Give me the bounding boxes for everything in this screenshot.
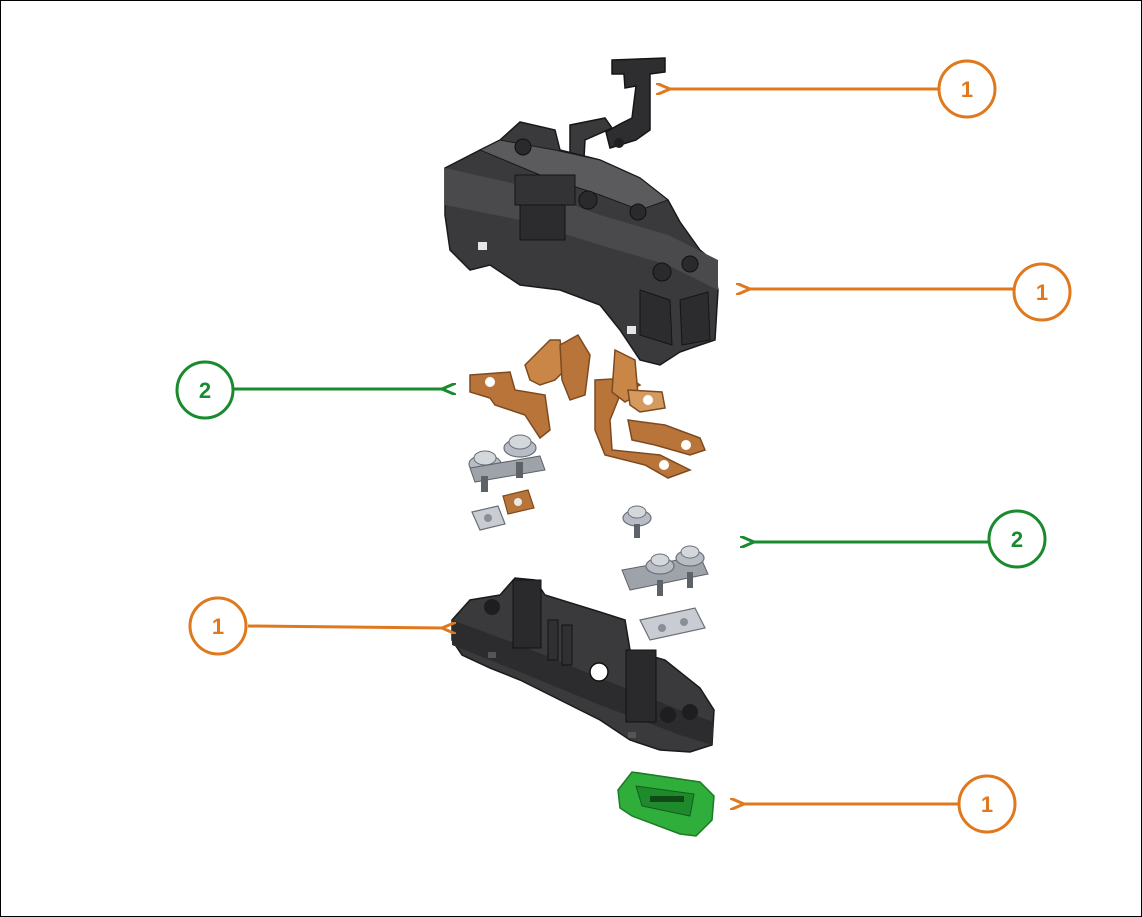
callout-label: 1 [212, 614, 224, 639]
callout-label: 2 [199, 378, 211, 403]
left-screw-terminals-part [468, 434, 546, 531]
callout-circle [175, 360, 235, 420]
callout-label: 1 [981, 792, 993, 817]
callout-latch-lever: 1 [668, 59, 997, 119]
callout-copper-contacts: 2 [175, 360, 444, 420]
latch-lever-part [569, 57, 666, 161]
callout-base-housing: 1 [188, 596, 444, 656]
callout-din-clip: 1 [742, 774, 1017, 834]
upper-housing-part [444, 121, 719, 366]
callout-circle [987, 509, 1047, 569]
callout-label: 1 [1036, 280, 1048, 305]
copper-contacts-part [469, 333, 707, 479]
callout-label: 1 [961, 77, 973, 102]
callout-circle [957, 774, 1017, 834]
callout-upper-housing: 1 [748, 262, 1072, 322]
callout-circle [188, 596, 248, 656]
callout-circle [1012, 262, 1072, 322]
base-housing-part [451, 577, 715, 753]
callout-screw-terminals: 2 [752, 509, 1047, 569]
callout-circle [937, 59, 997, 119]
callout-arrow [247, 626, 444, 628]
right-screw-terminals-part [621, 505, 709, 641]
callout-label: 2 [1011, 527, 1023, 552]
din-clip-part [617, 771, 715, 837]
